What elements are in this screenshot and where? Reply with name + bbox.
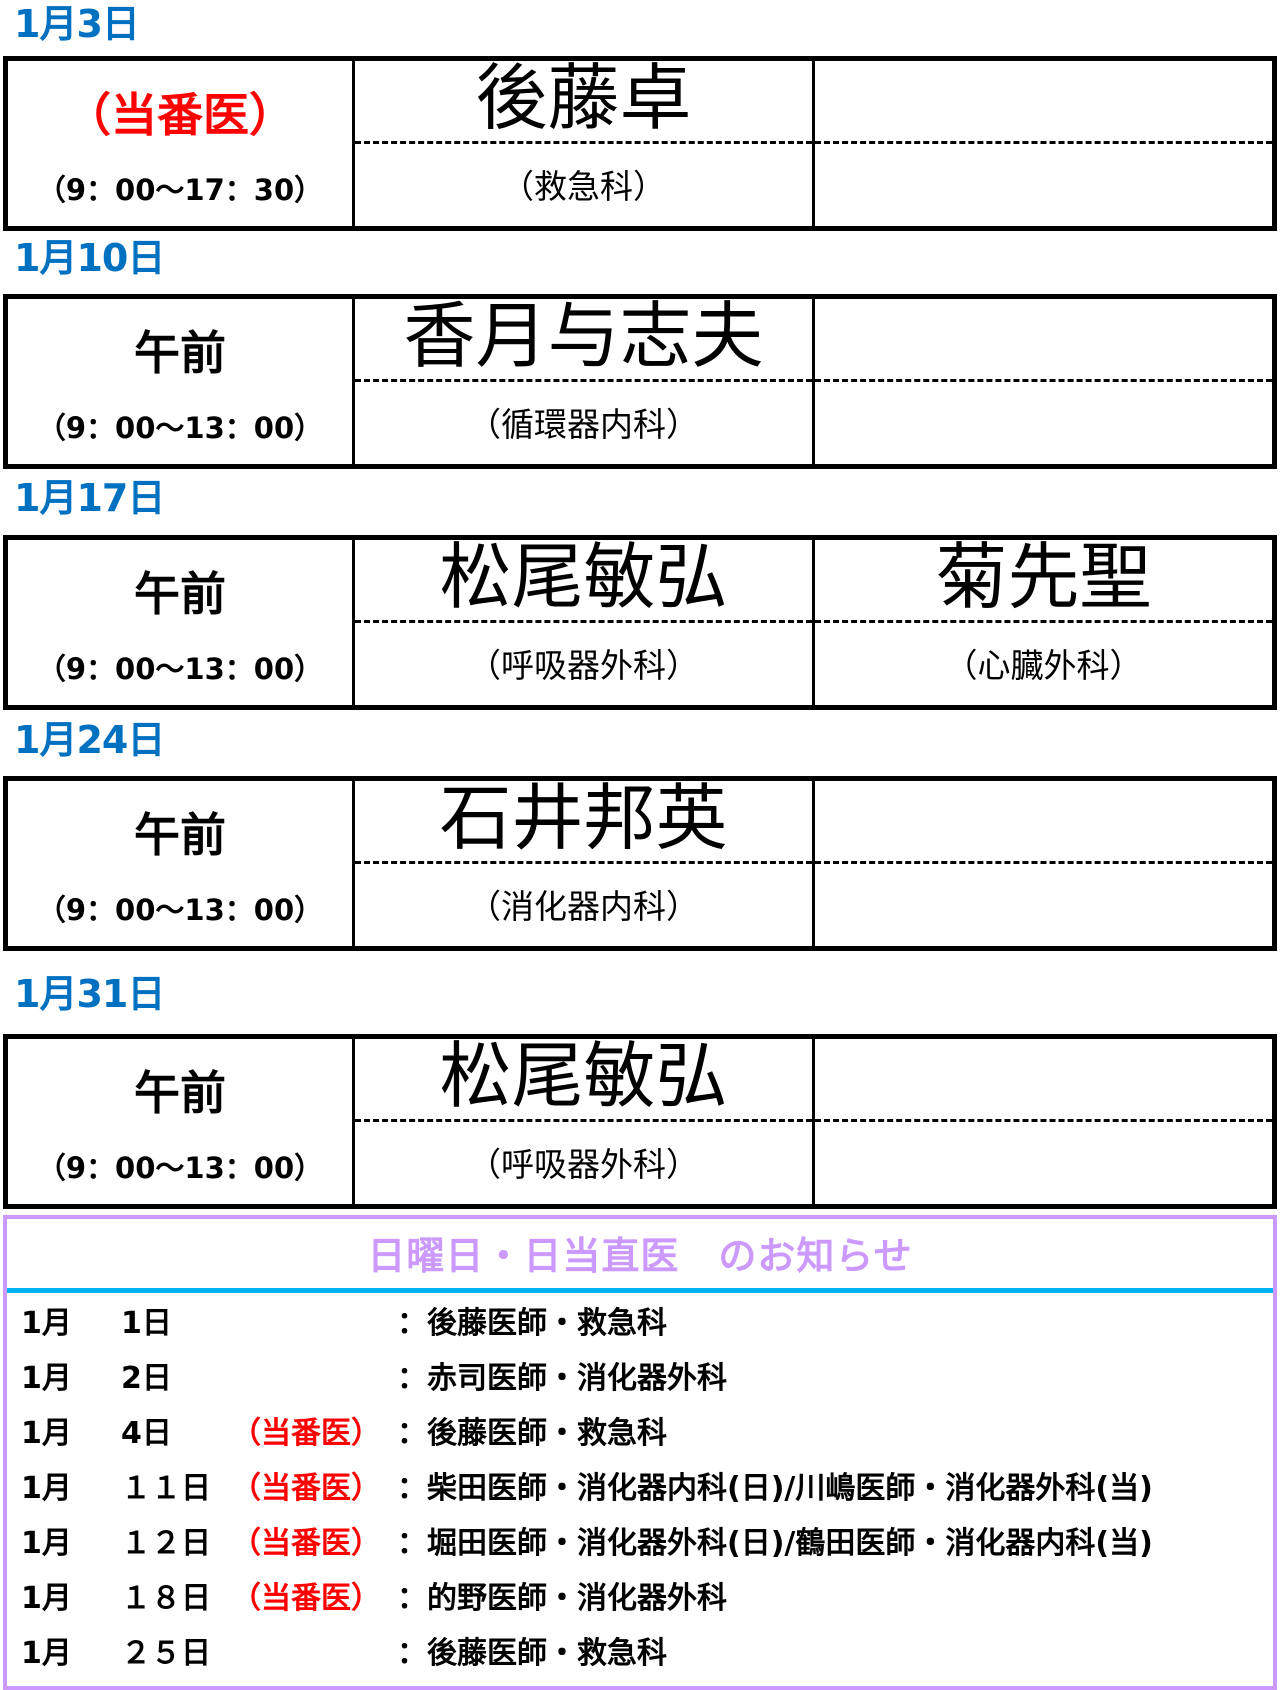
row-doctor-info: ：赤司医師・消化器外科: [397, 1361, 727, 1396]
row-month: 1月: [21, 1526, 72, 1561]
doctor-department: （心臓外科）: [944, 646, 1143, 685]
schedule-date: 1月24日: [14, 718, 165, 762]
divider: [815, 861, 1272, 864]
row-month: 1月: [21, 1306, 72, 1341]
doctor-slot: 後藤卓 （救急科）: [355, 56, 815, 226]
row-doctor-info: ：堀田医師・消化器外科(日)/鶴田医師・消化器内科(当): [397, 1526, 1153, 1561]
doctor-name: 菊先聖: [935, 535, 1152, 619]
shift-cell: 午前 （9：00～13：00）: [8, 1039, 355, 1204]
divider: [355, 861, 812, 864]
notice-title: 日曜日・日当直医 のお知らせ: [7, 1219, 1273, 1293]
shift-period: 午前: [134, 566, 226, 621]
row-doctor-info: ：後藤医師・救急科: [397, 1416, 667, 1451]
doctor-name: 松尾敏弘: [439, 1034, 728, 1118]
sunday-duty-notice: 日曜日・日当直医 のお知らせ 1月 1日 ：後藤医師・救急科 1月 2日 ：赤司…: [3, 1215, 1277, 1690]
schedule-table: 午前 （9：00～13：00） 石井邦英 （消化器内科）: [3, 776, 1277, 951]
row-doctor-info: ：後藤医師・救急科: [397, 1636, 667, 1671]
divider: [815, 379, 1272, 382]
shift-period: 午前: [134, 1065, 226, 1120]
schedule-table: （当番医） （9：00～17：30） 後藤卓 （救急科）: [3, 56, 1277, 231]
doctor-name: 松尾敏弘: [439, 535, 728, 619]
schedule-date: 1月10日: [14, 236, 165, 280]
shift-time: （9：00～13：00）: [36, 1150, 324, 1185]
row-duty-tag: （当番医）: [231, 1526, 381, 1561]
doctor-name: 石井邦英: [439, 776, 728, 860]
schedule-date: 1月31日: [14, 972, 165, 1016]
row-day: ２５日: [121, 1636, 211, 1671]
doctor-slot: [815, 61, 1272, 226]
row-day: 4日: [121, 1416, 172, 1451]
shift-time: （9：00～17：30）: [36, 172, 324, 207]
schedule-table: 午前 （9：00～13：00） 松尾敏弘 （呼吸器外科） 菊先聖 （心臓外科）: [3, 535, 1277, 710]
row-doctor-info: ：後藤医師・救急科: [397, 1306, 667, 1341]
row-month: 1月: [21, 1471, 72, 1506]
row-doctor-info: ：的野医師・消化器外科: [397, 1581, 727, 1616]
doctor-department: （呼吸器外科）: [468, 646, 699, 685]
row-day: 1日: [121, 1306, 172, 1341]
doctor-slot: 菊先聖 （心臓外科）: [815, 535, 1272, 705]
divider: [815, 620, 1272, 623]
doctor-department: （消化器内科）: [468, 887, 699, 926]
row-month: 1月: [21, 1361, 72, 1396]
shift-time: （9：00～13：00）: [36, 410, 324, 445]
doctor-name: 後藤卓: [475, 56, 692, 140]
shift-time: （9：00～13：00）: [36, 892, 324, 927]
doctor-department: （循環器内科）: [468, 405, 699, 444]
shift-period: 午前: [134, 325, 226, 380]
divider: [355, 1119, 812, 1122]
row-day: １８日: [121, 1581, 211, 1616]
row-duty-tag: （当番医）: [231, 1581, 381, 1616]
doctor-name: 香月与志夫: [403, 294, 764, 378]
shift-period: 午前: [134, 807, 226, 862]
row-month: 1月: [21, 1636, 72, 1671]
divider: [355, 620, 812, 623]
shift-period: （当番医）: [65, 87, 295, 142]
row-day: １２日: [121, 1526, 211, 1561]
divider: [815, 1119, 1272, 1122]
row-doctor-info: ：柴田医師・消化器内科(日)/川嶋医師・消化器外科(当): [397, 1471, 1153, 1506]
divider: [355, 141, 812, 144]
shift-time: （9：00～13：00）: [36, 651, 324, 686]
doctor-slot: [815, 781, 1272, 946]
doctor-slot: [815, 299, 1272, 464]
doctor-slot: 松尾敏弘 （呼吸器外科）: [355, 1034, 815, 1204]
schedule-date: 1月17日: [14, 476, 165, 520]
doctor-slot: 香月与志夫 （循環器内科）: [355, 294, 815, 464]
shift-cell: （当番医） （9：00～17：30）: [8, 61, 355, 226]
shift-cell: 午前 （9：00～13：00）: [8, 781, 355, 946]
doctor-department: （呼吸器外科）: [468, 1145, 699, 1184]
divider: [355, 379, 812, 382]
row-day: 2日: [121, 1361, 172, 1396]
schedule-table: 午前 （9：00～13：00） 香月与志夫 （循環器内科）: [3, 294, 1277, 469]
row-month: 1月: [21, 1581, 72, 1616]
row-duty-tag: （当番医）: [231, 1471, 381, 1506]
doctor-department: （救急科）: [501, 167, 666, 206]
shift-cell: 午前 （9：00～13：00）: [8, 299, 355, 464]
row-duty-tag: （当番医）: [231, 1416, 381, 1451]
row-month: 1月: [21, 1416, 72, 1451]
row-day: １１日: [121, 1471, 211, 1506]
doctor-slot: 松尾敏弘 （呼吸器外科）: [355, 535, 815, 705]
shift-cell: 午前 （9：00～13：00）: [8, 540, 355, 705]
doctor-slot: [815, 1039, 1272, 1204]
schedule-table: 午前 （9：00～13：00） 松尾敏弘 （呼吸器外科）: [3, 1034, 1277, 1209]
divider: [815, 141, 1272, 144]
schedule-date: 1月3日: [14, 2, 140, 46]
doctor-slot: 石井邦英 （消化器内科）: [355, 776, 815, 946]
